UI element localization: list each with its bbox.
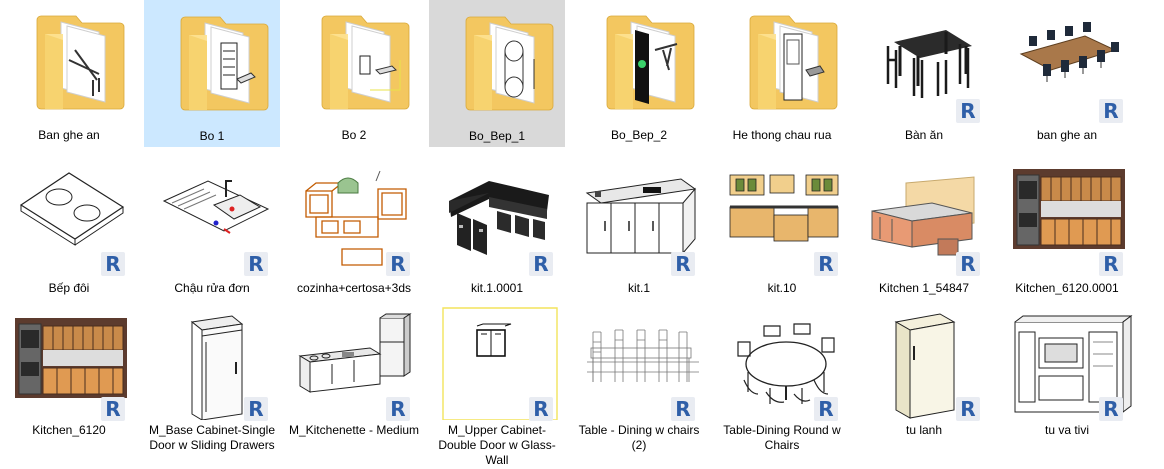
revit-badge-icon: R: [956, 99, 980, 123]
kitchen-wall-thumbnail: [15, 318, 127, 398]
round-table-thumbnail: [737, 323, 835, 404]
revit-badge-icon: R: [529, 252, 553, 276]
file-item[interactable]: R Bàn ăn: [856, 0, 992, 147]
item-label: tu va tivi: [1044, 423, 1089, 437]
folder-icon: [321, 15, 410, 110]
item-label: Bo 1: [199, 129, 225, 143]
item-label: kit.1.0001: [470, 281, 524, 295]
item-label: Bo_Bep_2: [610, 128, 668, 142]
folder-item[interactable]: Bo 1: [144, 0, 280, 147]
file-item[interactable]: R Kitchen 1_54847: [856, 153, 992, 301]
item-label: Chậu rửa đơn: [174, 281, 250, 295]
folder-item[interactable]: Bo_Bep_2: [571, 0, 707, 147]
double-cooktop-thumbnail: [19, 172, 125, 246]
item-label: Bàn ăn: [904, 128, 944, 142]
kitchen-island-thumbnail: [871, 176, 975, 256]
upper-cabinet-thumbnail: [442, 307, 558, 420]
revit-badge-icon: R: [101, 397, 125, 421]
item-label: tu lanh: [905, 423, 943, 437]
item-label: cozinha+certosa+3ds: [296, 281, 412, 295]
item-label: Table-Dining Round w Chairs: [723, 423, 841, 452]
file-item[interactable]: R Kitchen_6120: [1, 302, 137, 467]
revit-badge-icon: R: [814, 252, 838, 276]
kitchen-set-thumbnail: [305, 170, 407, 266]
file-item[interactable]: R M_Kitchenette - Medium: [286, 302, 422, 467]
file-item[interactable]: R Chậu rửa đơn: [144, 153, 280, 301]
kitchen-counter-thumbnail: [585, 178, 697, 255]
revit-badge-icon: R: [386, 252, 410, 276]
dining-table-thumbnail: [886, 30, 972, 98]
item-label: M_Base Cabinet-Single Door w Sliding Dra…: [148, 423, 276, 452]
item-label: kit.1: [627, 281, 650, 295]
single-sink-thumbnail: [162, 180, 270, 234]
item-label: Table - Dining w chairs (2): [578, 423, 700, 452]
revit-badge-icon: R: [1099, 397, 1123, 421]
revit-badge-icon: R: [1099, 99, 1123, 123]
folder-item[interactable]: Bo 2: [286, 0, 422, 147]
item-label: Bo_Bep_1: [468, 129, 526, 143]
dining-chairs-thumbnail: [587, 329, 699, 382]
kitchen-wall-thumbnail: [1013, 169, 1125, 249]
folder-item[interactable]: Ban ghe an: [1, 0, 137, 147]
item-label: ban ghe an: [1036, 128, 1098, 142]
item-label: Bếp đôi: [48, 281, 90, 295]
folder-icon: [36, 15, 125, 110]
revit-badge-icon: R: [244, 397, 268, 421]
revit-badge-icon: R: [814, 397, 838, 421]
file-item[interactable]: R Bếp đôi: [1, 153, 137, 301]
item-label: Kitchen_6120: [32, 423, 106, 437]
revit-badge-icon: R: [386, 397, 410, 421]
kitchenette-thumbnail: [298, 313, 412, 393]
conference-table-thumbnail: [1019, 22, 1119, 82]
revit-badge-icon: R: [244, 252, 268, 276]
base-cabinet-thumbnail: [190, 315, 244, 420]
item-label: Kitchen 1_54847: [878, 281, 970, 295]
item-label: Kitchen_6120.0001: [1015, 281, 1119, 295]
folder-item[interactable]: Bo_Bep_1: [429, 0, 565, 147]
revit-badge-icon: R: [529, 397, 553, 421]
item-label: Bo 2: [341, 128, 367, 142]
folder-icon: [465, 16, 554, 111]
item-label: kit.10: [767, 281, 797, 295]
folder-icon: [749, 15, 838, 110]
refrigerator-thumbnail: [894, 313, 956, 419]
folder-item[interactable]: He thong chau rua: [714, 0, 850, 147]
item-label: He thong chau rua: [732, 128, 832, 142]
revit-badge-icon: R: [101, 252, 125, 276]
u-kitchen-thumbnail: [729, 174, 839, 242]
revit-badge-icon: R: [1099, 252, 1123, 276]
revit-badge-icon: R: [671, 397, 695, 421]
item-label: Ban ghe an: [38, 128, 100, 142]
item-label: M_Kitchenette - Medium: [288, 423, 420, 437]
folder-icon: [606, 15, 695, 110]
revit-badge-icon: R: [956, 397, 980, 421]
revit-badge-icon: R: [956, 252, 980, 276]
file-item[interactable]: R Kitchen_6120.0001: [999, 153, 1135, 301]
item-label: M_Upper Cabinet-Double Door w Glass-Wall: [438, 423, 556, 467]
l-kitchen-dark-thumbnail: [449, 181, 549, 255]
revit-badge-icon: R: [671, 252, 695, 276]
folder-icon: [180, 16, 269, 111]
